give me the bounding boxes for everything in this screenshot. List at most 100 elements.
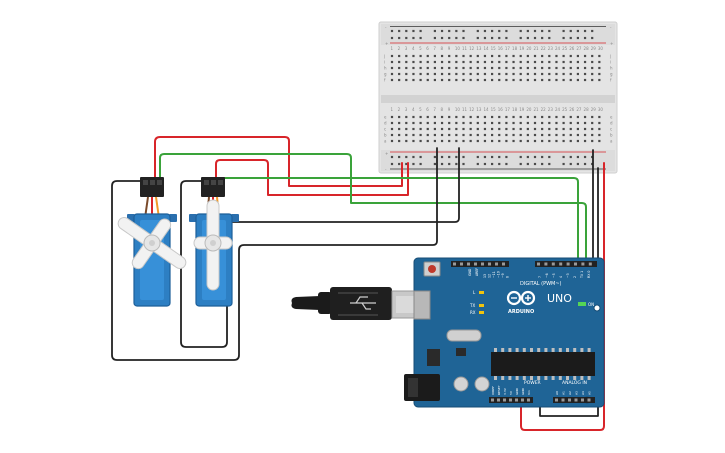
terminal-hole[interactable]	[455, 139, 458, 143]
red-wire-arduino-5v[interactable]	[520, 162, 605, 431]
header-pin[interactable]	[587, 398, 591, 402]
terminal-hole[interactable]	[390, 60, 394, 64]
terminal-hole[interactable]	[433, 133, 436, 137]
terminal-hole[interactable]	[505, 72, 508, 76]
terminal-hole[interactable]	[491, 66, 494, 70]
terminal-hole[interactable]	[419, 72, 422, 76]
terminal-hole[interactable]	[591, 66, 594, 70]
terminal-hole[interactable]	[512, 139, 515, 143]
rail-hole[interactable]	[433, 29, 436, 33]
terminal-hole[interactable]	[526, 78, 529, 82]
terminal-hole[interactable]	[569, 127, 572, 131]
terminal-hole[interactable]	[569, 66, 572, 70]
rail-hole[interactable]	[390, 162, 394, 166]
terminal-hole[interactable]	[519, 66, 522, 70]
terminal-hole[interactable]	[405, 121, 408, 125]
rail-hole[interactable]	[498, 162, 501, 166]
rail-hole[interactable]	[398, 155, 401, 159]
rail-hole[interactable]	[433, 162, 436, 166]
terminal-hole[interactable]	[519, 72, 522, 76]
terminal-hole[interactable]	[598, 66, 601, 70]
terminal-hole[interactable]	[533, 54, 537, 58]
terminal-hole[interactable]	[526, 72, 529, 76]
rail-hole[interactable]	[448, 162, 451, 166]
rail-hole[interactable]	[483, 162, 487, 166]
digital-pin-holes[interactable]	[453, 262, 592, 266]
terminal-hole[interactable]	[448, 127, 451, 131]
terminal-hole[interactable]	[398, 139, 401, 143]
terminal-hole[interactable]	[512, 121, 515, 125]
terminal-hole[interactable]	[576, 139, 579, 143]
terminal-hole[interactable]	[498, 121, 501, 125]
terminal-hole[interactable]	[448, 121, 451, 125]
terminal-hole[interactable]	[398, 54, 401, 58]
terminal-hole[interactable]	[469, 60, 472, 64]
terminal-hole[interactable]	[419, 60, 422, 64]
header-pin[interactable]	[497, 398, 500, 402]
terminal-hole[interactable]	[390, 72, 394, 76]
terminal-hole[interactable]	[491, 121, 494, 125]
terminal-hole[interactable]	[426, 139, 429, 143]
rail-hole[interactable]	[491, 155, 494, 159]
terminal-hole[interactable]	[405, 54, 408, 58]
digital-header-left[interactable]	[451, 261, 509, 267]
terminal-hole[interactable]	[448, 60, 451, 64]
rail-hole[interactable]	[562, 162, 565, 166]
header-pin[interactable]	[568, 398, 571, 402]
rail-hole[interactable]	[433, 36, 436, 40]
rail-hole[interactable]	[505, 162, 508, 166]
terminal-hole[interactable]	[476, 78, 479, 82]
terminal-hole[interactable]	[548, 60, 551, 64]
rail-hole[interactable]	[462, 29, 465, 33]
header-pin[interactable]	[488, 262, 491, 266]
rail-hole[interactable]	[412, 162, 415, 166]
rail-hole[interactable]	[476, 155, 479, 159]
terminal-hole[interactable]	[569, 115, 572, 119]
terminal-hole[interactable]	[390, 66, 394, 70]
rail-hole[interactable]	[541, 29, 544, 33]
rail-hole[interactable]	[548, 155, 551, 159]
rail-hole[interactable]	[448, 36, 451, 40]
rail-hole[interactable]	[583, 36, 587, 40]
rail-hole[interactable]	[405, 162, 408, 166]
rail-hole[interactable]	[476, 29, 479, 33]
terminal-hole[interactable]	[426, 60, 429, 64]
terminal-hole[interactable]	[491, 115, 494, 119]
terminal-hole[interactable]	[405, 78, 408, 82]
terminal-hole[interactable]	[426, 121, 429, 125]
terminal-hole[interactable]	[598, 60, 601, 64]
terminal-hole[interactable]	[476, 72, 479, 76]
rail-hole[interactable]	[419, 36, 422, 40]
terminal-hole[interactable]	[483, 139, 487, 143]
rail-hole[interactable]	[519, 162, 522, 166]
terminal-hole[interactable]	[598, 72, 601, 76]
terminal-hole[interactable]	[583, 60, 587, 64]
terminal-hole[interactable]	[498, 127, 501, 131]
servo-motor-1[interactable]	[102, 177, 201, 307]
header-pin[interactable]	[491, 398, 494, 402]
terminal-hole[interactable]	[469, 78, 472, 82]
breadboard[interactable]: 1122334455667788991010111112121313141415…	[378, 21, 618, 174]
green-wire-servo2-signal[interactable]	[219, 177, 579, 263]
terminal-hole[interactable]	[412, 72, 415, 76]
terminal-hole[interactable]	[469, 127, 472, 131]
terminal-hole[interactable]	[498, 60, 501, 64]
terminal-hole[interactable]	[491, 127, 494, 131]
terminal-hole[interactable]	[576, 115, 579, 119]
terminal-hole[interactable]	[483, 133, 487, 137]
terminal-hole[interactable]	[498, 66, 501, 70]
reset-button-cap[interactable]	[428, 265, 436, 273]
digital-header-right[interactable]	[535, 261, 597, 267]
terminal-hole[interactable]	[505, 54, 508, 58]
terminal-hole[interactable]	[390, 133, 394, 137]
terminal-hole[interactable]	[541, 121, 544, 125]
terminal-hole[interactable]	[448, 66, 451, 70]
terminal-hole[interactable]	[541, 54, 544, 58]
header-pin[interactable]	[544, 262, 548, 266]
header-pin[interactable]	[588, 262, 592, 266]
terminal-hole[interactable]	[390, 54, 394, 58]
servo-motor-2[interactable]	[189, 177, 239, 307]
rail-hole[interactable]	[526, 36, 529, 40]
terminal-hole[interactable]	[412, 66, 415, 70]
terminal-hole[interactable]	[576, 72, 579, 76]
